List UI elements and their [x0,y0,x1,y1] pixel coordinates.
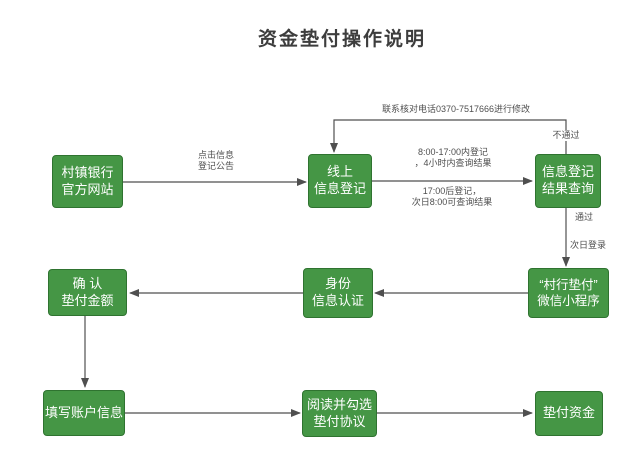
node-bank-website: 村镇银行 官方网站 [52,155,123,208]
node-agreement: 阅读并勾选 垫付协议 [302,390,377,437]
page-title: 资金垫付操作说明 [257,29,426,50]
node-account-info: 填写账户信息 [43,390,125,436]
node-identity-verification: 身份 信息认证 [303,268,373,318]
edge-label-click-notice: 点击信息 登记公告 [197,150,234,172]
node-registration-result-query: 信息登记 结果查询 [535,154,601,208]
node-wechat-miniprogram: “村行垫付” 微信小程序 [528,268,609,318]
node-online-registration: 线上 信息登记 [308,154,372,208]
edge-label-not-passed: 不通过 [540,130,592,142]
edge-label-next-day-login: 次日登录 [570,240,607,250]
edge-label-contact-modify: 联系核对电话0370-7517666进行修改 [381,104,531,114]
edge-label-register-evening: 17:00后登记， 次日8:00可查询结果 [411,186,493,208]
node-confirm-amount: 确 认 垫付金额 [48,269,127,316]
node-advance-funds: 垫付资金 [535,391,603,436]
edge-label-register-daytime: 8:00-17:00内登记 ，4小时内查询结果 [414,147,492,169]
edge-label-passed: 通过 [575,212,594,222]
